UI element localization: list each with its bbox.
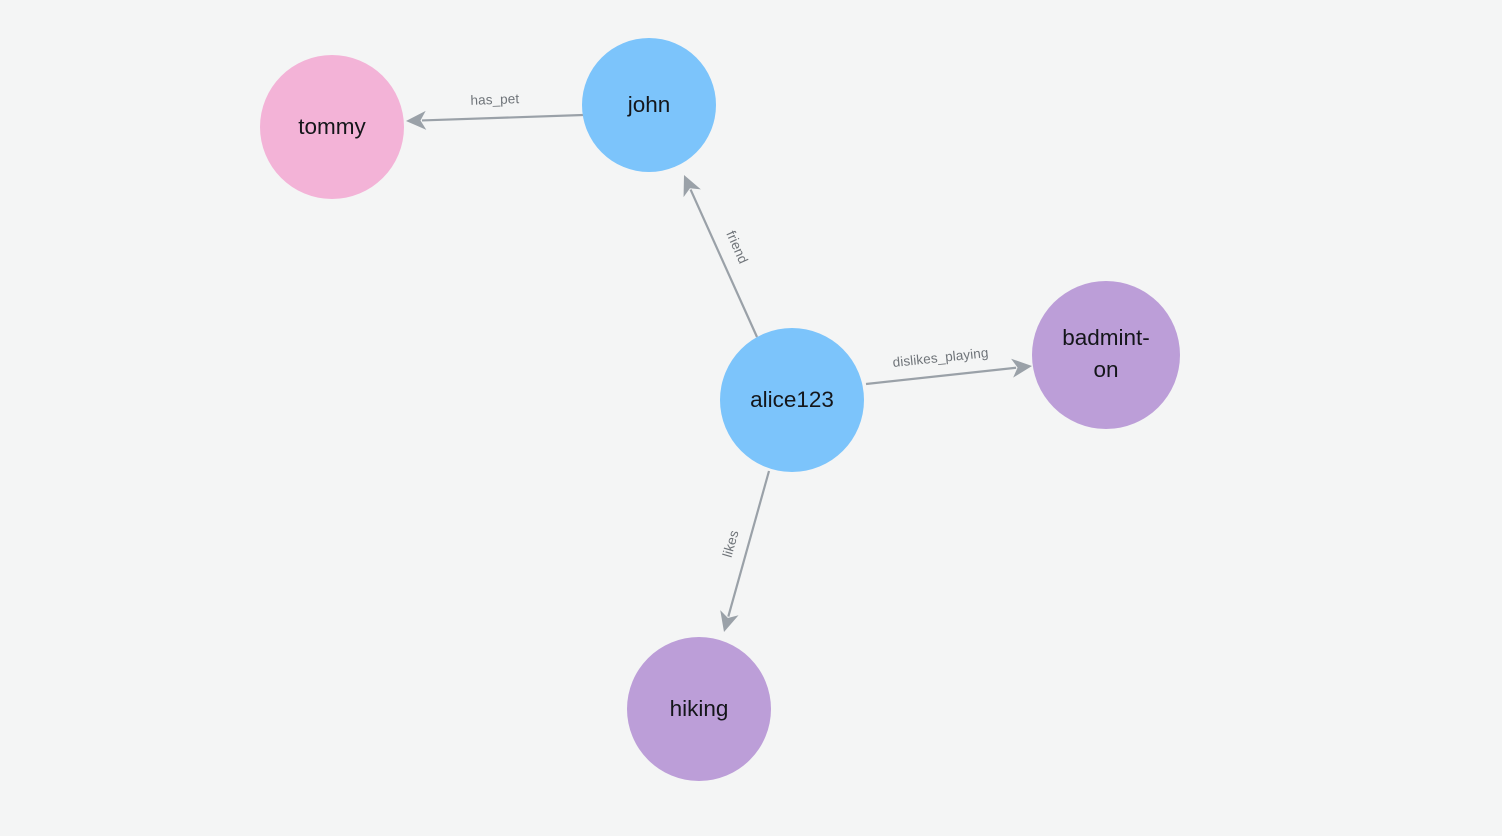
graph-edge[interactable] xyxy=(683,175,759,338)
node-circle[interactable] xyxy=(1032,281,1180,429)
node-label: hiking xyxy=(670,696,729,721)
edge-line xyxy=(421,113,584,122)
edge-label: dislikes_playing xyxy=(892,345,989,370)
node-circle[interactable] xyxy=(720,328,864,472)
graph-node[interactable]: badmint-on xyxy=(1032,281,1180,429)
edge-line xyxy=(727,470,771,617)
node-label: tommy xyxy=(298,114,366,139)
edge-line xyxy=(689,189,759,338)
graph-node[interactable]: tommy xyxy=(260,55,404,199)
node-label: john xyxy=(627,92,671,117)
edge-label: friend xyxy=(723,228,751,266)
node-circle[interactable] xyxy=(582,38,716,172)
graph-edge[interactable] xyxy=(865,358,1032,386)
edge-arrowhead-icon xyxy=(406,110,427,130)
node-circle[interactable] xyxy=(627,637,771,781)
node-label-line2: on xyxy=(1093,357,1118,382)
graph-node[interactable]: john xyxy=(582,38,716,172)
graph-edge[interactable] xyxy=(720,470,771,632)
node-circle[interactable] xyxy=(260,55,404,199)
edge-label: likes xyxy=(720,528,742,559)
graph-edge[interactable] xyxy=(406,110,584,130)
edge-arrowhead-icon xyxy=(720,610,739,632)
edge-label: has_pet xyxy=(470,91,519,108)
node-label: badmint- xyxy=(1062,325,1150,350)
node-label: alice123 xyxy=(750,387,834,412)
graph-node[interactable]: hiking xyxy=(627,637,771,781)
graph-node[interactable]: alice123 xyxy=(720,328,864,472)
nodes-layer: tommy john alice123 badmint-on hiking xyxy=(260,38,1180,781)
edges-layer xyxy=(406,110,1032,632)
edge-line xyxy=(865,366,1017,386)
edge-arrowhead-icon xyxy=(1011,358,1032,378)
edge-arrowhead-icon xyxy=(683,175,701,198)
